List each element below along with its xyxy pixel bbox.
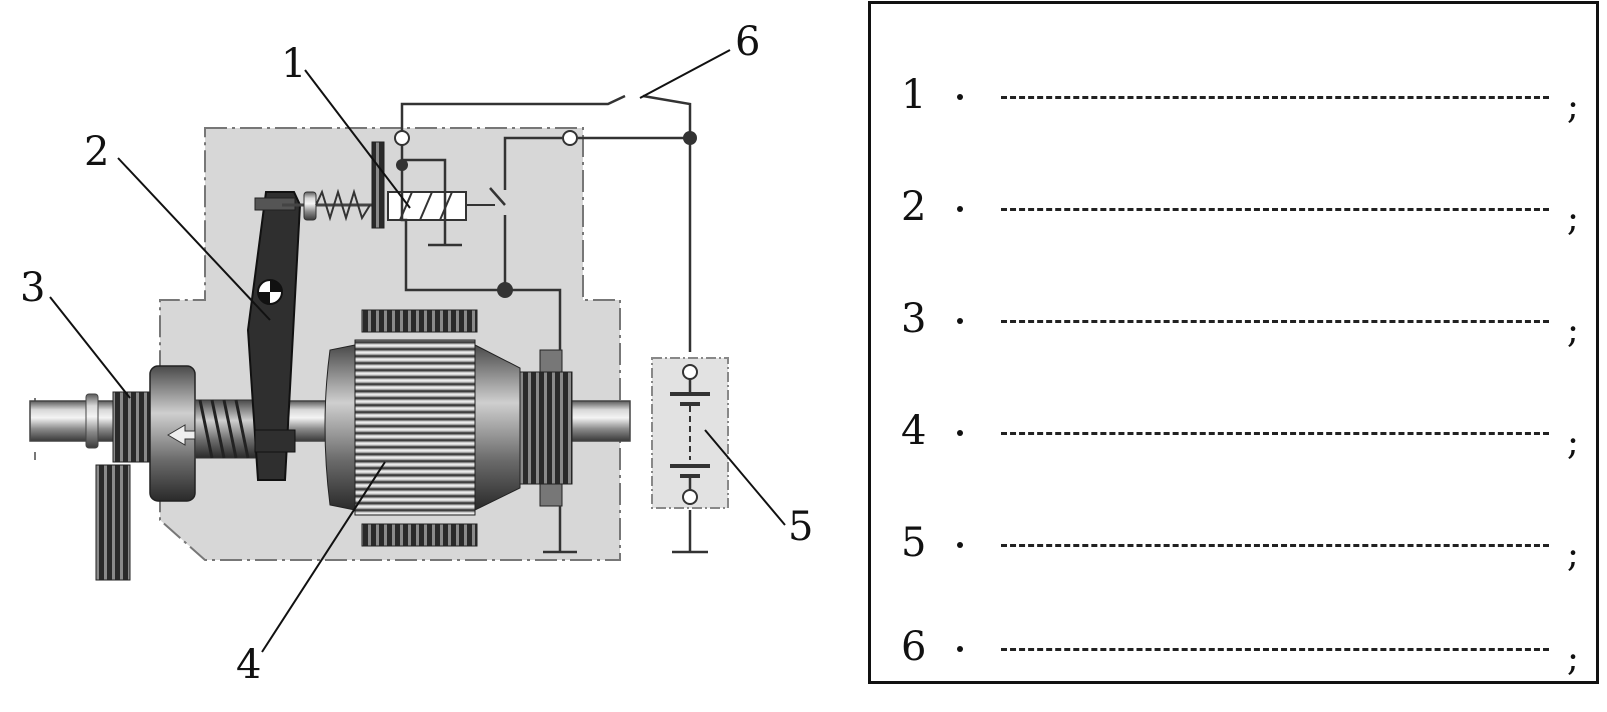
row-number: 1 [901, 72, 927, 118]
answer-blank-6[interactable] [1001, 648, 1549, 651]
row-terminator: ; [1566, 86, 1579, 127]
commutator [519, 349, 573, 507]
row-terminator: ; [1566, 534, 1579, 575]
pinion-gear [112, 391, 154, 463]
helical-spline [194, 399, 256, 459]
callout-3: 3 [20, 265, 46, 311]
callout-1: 1 [281, 41, 307, 87]
answer-blank-4[interactable] [1001, 432, 1549, 435]
answer-box: 1 ; 2 ; 3 ; 4 ; 5 ; 6 ; [868, 1, 1599, 684]
row-number: 5 [901, 520, 927, 566]
plunger [282, 188, 380, 222]
callout-5: 5 [788, 504, 814, 550]
callout-6: 6 [735, 19, 761, 65]
row-separator [957, 430, 963, 436]
leader-lines [49, 49, 786, 653]
row-number: 3 [901, 296, 927, 342]
row-separator [957, 94, 963, 100]
row-number: 6 [901, 624, 927, 670]
row-number: 4 [901, 408, 927, 454]
answer-row-3: 3 ; [897, 296, 1587, 351]
battery-icon [651, 357, 729, 509]
armature [324, 309, 521, 547]
row-number: 2 [901, 184, 927, 230]
row-separator [957, 542, 963, 548]
answer-blank-5[interactable] [1001, 544, 1549, 547]
answer-blank-3[interactable] [1001, 320, 1549, 323]
answer-row-6: 6 ; [897, 624, 1587, 679]
callout-4: 4 [236, 642, 262, 688]
answer-blank-1[interactable] [1001, 96, 1549, 99]
answer-blank-2[interactable] [1001, 208, 1549, 211]
row-separator [957, 206, 963, 212]
row-terminator: ; [1566, 638, 1579, 679]
answer-row-4: 4 ; [897, 408, 1587, 463]
answer-row-5: 5 ; [897, 520, 1587, 575]
row-separator [957, 318, 963, 324]
answer-row-2: 2 ; [897, 184, 1587, 239]
row-separator [957, 646, 963, 652]
drive-lever [246, 191, 302, 481]
row-terminator: ; [1566, 310, 1579, 351]
answer-row-1: 1 ; [897, 72, 1587, 127]
row-terminator: ; [1566, 422, 1579, 463]
starter-motor-diagram [29, 49, 786, 653]
callout-2: 2 [84, 129, 110, 175]
row-terminator: ; [1566, 198, 1579, 239]
flywheel-gear [95, 464, 131, 581]
